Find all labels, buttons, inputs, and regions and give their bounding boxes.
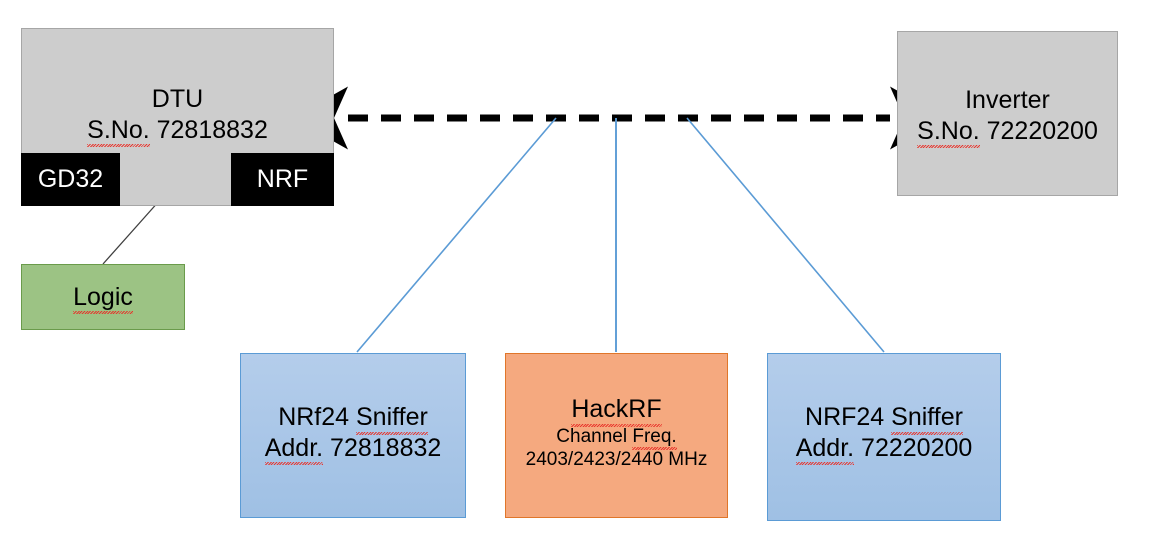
sniffer-left-title-head: NRf24 [278, 403, 356, 431]
sniffer-right-tap [686, 117, 885, 353]
inverter-title: Inverter [965, 86, 1050, 114]
dtu-serial-value: 72818832 [156, 115, 268, 144]
dtu-serial-line: S.No. 72818832 [87, 115, 268, 147]
sniffer-right-title-head: NRF24 [805, 403, 892, 431]
sniffer-left-addr-label: Addr. [264, 433, 324, 465]
sniffer-left-title: NRf24 Sniffer [278, 402, 428, 434]
sniffer-left-addr-line: Addr. 72818832 [264, 433, 442, 465]
sniffer-left-title-word: Sniffer [356, 403, 428, 434]
hackrf-frequencies: 2403/2423/2440 MHz [525, 448, 708, 470]
hackrf-channel-word: Freq. [632, 425, 678, 450]
sniffer-right-title: NRF24 Sniffer [805, 402, 963, 434]
hackrf-title-line: HackRF [571, 394, 662, 426]
nrf24-sniffer-right-node[interactable]: NRF24 Sniffer Addr. 72220200 [767, 353, 1001, 521]
sniffer-right-addr-label: Addr. [795, 433, 855, 465]
sniffer-left-addr-value: 72818832 [330, 433, 442, 462]
gd32-label: GD32 [37, 165, 104, 193]
sniffer-right-addr-value: 72220200 [861, 433, 973, 462]
gd32-chip[interactable]: GD32 [21, 153, 120, 206]
inverter-node[interactable]: Inverter S.No. 72220200 [897, 31, 1118, 196]
inverter-serial-value: 72220200 [986, 116, 1098, 145]
inverter-serial-label: S.No. [917, 116, 980, 148]
logic-analyzer-node[interactable]: Logic [21, 264, 185, 330]
dtu-title: DTU [151, 85, 204, 113]
dtu-serial-label: S.No. [87, 115, 150, 147]
hackrf-node[interactable]: HackRF Channel Freq. 2403/2423/2440 MHz [505, 353, 728, 518]
inverter-serial-line: S.No. 72220200 [917, 116, 1098, 148]
logic-label: Logic [73, 282, 133, 314]
hackrf-channel-line: Channel Freq. [556, 425, 678, 450]
nrf-label: NRF [256, 165, 309, 193]
sniffer-left-tap [356, 117, 557, 353]
sniffer-right-addr-line: Addr. 72220200 [795, 433, 973, 465]
nrf24-sniffer-left-node[interactable]: NRf24 Sniffer Addr. 72818832 [240, 353, 466, 518]
nrf-chip[interactable]: NRF [231, 153, 334, 206]
hackrf-channel-head: Channel [556, 425, 633, 447]
hackrf-title: HackRF [571, 395, 662, 426]
sniffer-right-title-word: Sniffer [891, 403, 963, 434]
